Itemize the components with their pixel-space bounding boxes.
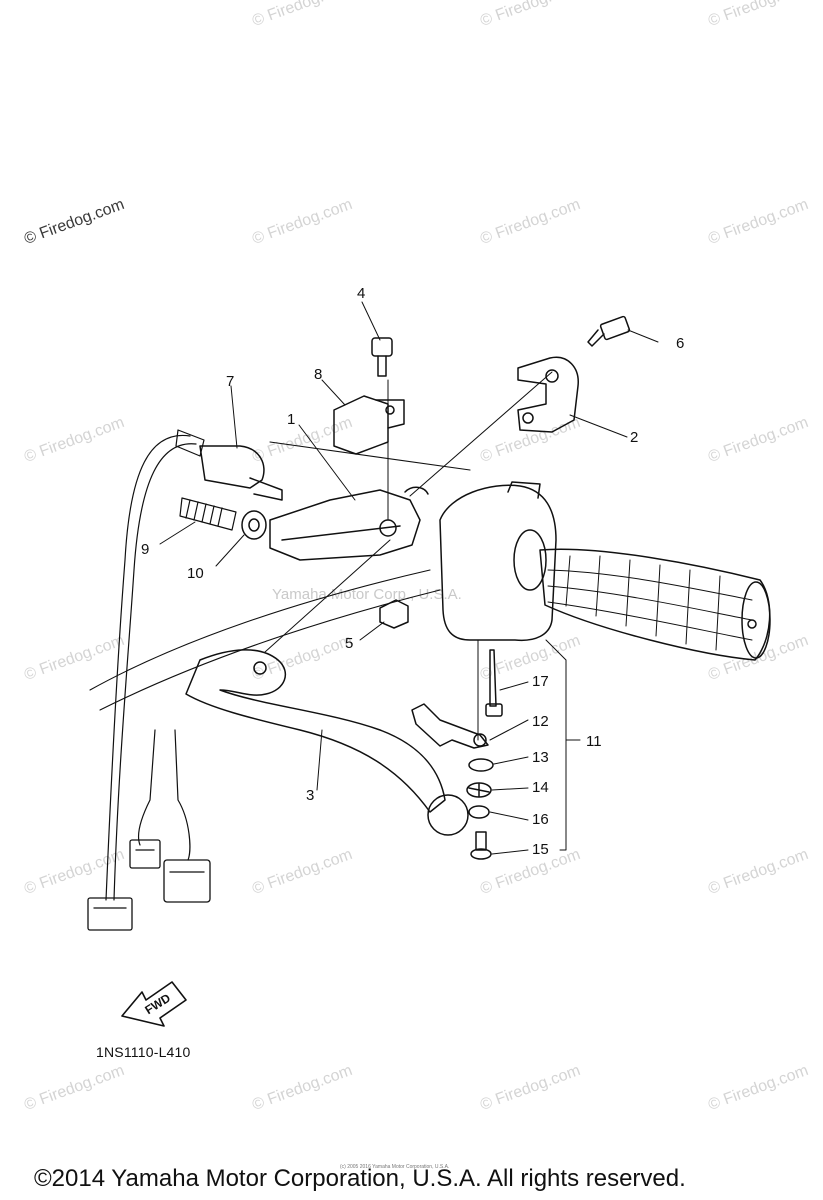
handlebar-grip <box>539 548 771 661</box>
spring-part-9 <box>179 497 237 531</box>
callout-6: 6 <box>676 335 685 352</box>
callout-1: 1 <box>287 411 296 428</box>
switch-housing-part-11 <box>439 481 557 642</box>
connector-lower <box>87 897 133 931</box>
fwd-arrow-icon <box>121 981 187 1027</box>
grip-pattern <box>547 555 753 651</box>
callout-5: 5 <box>345 635 354 652</box>
nut-part-10 <box>241 510 267 540</box>
switch-part-7 <box>175 429 283 501</box>
callout-13: 13 <box>532 749 549 766</box>
lever-bracket-part-1 <box>269 486 429 561</box>
connector-large <box>163 859 211 903</box>
screw-part-17 <box>485 649 503 717</box>
lockwasher-part-14 <box>466 782 492 798</box>
callout-10: 10 <box>187 565 204 582</box>
clutch-lever-part-3 <box>185 649 469 836</box>
bracket-part-12 <box>411 703 489 749</box>
callout-7: 7 <box>226 373 235 390</box>
leader-lines <box>159 301 659 855</box>
callout-4: 4 <box>357 285 366 302</box>
bolt-part-4 <box>371 337 393 377</box>
callout-16: 16 <box>532 811 549 828</box>
copyright-footer: ©2014 Yamaha Motor Corporation, U.S.A. A… <box>34 1165 686 1192</box>
connector-small <box>129 839 161 869</box>
washer-part-13 <box>468 758 494 772</box>
clamp-part-2 <box>517 356 579 433</box>
callout-8: 8 <box>314 366 323 383</box>
bolt-part-6 <box>587 315 631 347</box>
callout-15: 15 <box>532 841 549 858</box>
diagram-code: 1NS1110-L410 <box>96 1044 191 1060</box>
callout-17: 17 <box>532 673 549 690</box>
callout-2: 2 <box>630 429 639 446</box>
tiny-notice: (c) 2005 2016 Yamaha Motor Corporation, … <box>340 1164 450 1170</box>
callout-3: 3 <box>306 787 315 804</box>
callout-12: 12 <box>532 713 549 730</box>
wiring-harness <box>105 434 197 901</box>
nut-part-5 <box>379 599 409 629</box>
screw-part-15 <box>470 831 492 860</box>
handlebar-pipe <box>89 441 471 711</box>
callout-9: 9 <box>141 541 150 558</box>
washer-part-16 <box>468 805 490 819</box>
callout-11: 11 <box>586 733 602 750</box>
callout-14: 14 <box>532 779 549 796</box>
